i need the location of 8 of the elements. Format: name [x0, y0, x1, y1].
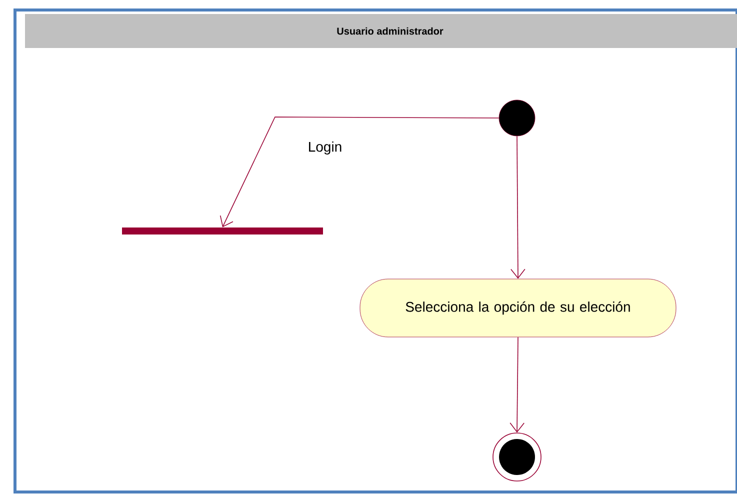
start-node	[498, 100, 536, 136]
arrow	[220, 116, 500, 228]
edge-label: Login	[306, 140, 344, 156]
end-node	[492, 432, 542, 482]
activity-box: Selecciona la opción de su elección	[360, 278, 676, 338]
fork-bar	[122, 228, 323, 234]
arrow	[510, 136, 526, 279]
arrow	[510, 336, 524, 433]
